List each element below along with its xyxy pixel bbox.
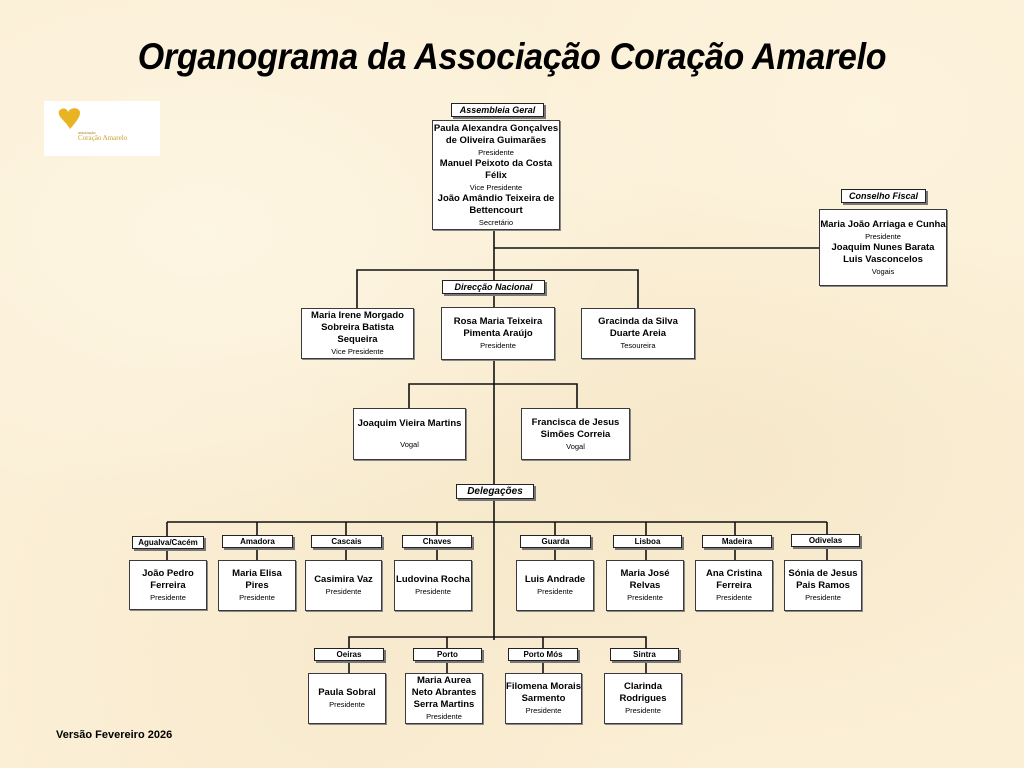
member-name: Gracinda da Silva Duarte Areia <box>598 316 678 339</box>
direccao-vogal-box-2: Francisca de Jesus Simões Correia Vogal <box>521 408 630 460</box>
member-name: Rosa Maria Teixeira Pimenta Araújo <box>453 316 543 339</box>
member-name: Clarinda Rodrigues <box>619 681 667 704</box>
member-name: João Amândio Teixeira de Bettencourt <box>437 192 555 216</box>
direccao-tesoureira-box: Gracinda da Silva Duarte Areia Tesoureir… <box>581 308 695 359</box>
member-name: Sónia de Jesus Pais Ramos <box>788 568 858 591</box>
member-role: Vogal <box>400 440 419 449</box>
member-role: Presidente <box>415 587 451 596</box>
association-logo: associação Coração Amarelo <box>44 101 160 156</box>
delegacao-box: Clarinda Rodrigues Presidente <box>604 673 682 724</box>
member-name: Paula Sobral <box>318 687 376 698</box>
member-name: Manuel Peixoto da Costa Félix <box>439 157 553 181</box>
member-name: Luis Vasconcelos <box>843 253 923 265</box>
delegacao-box: Filomena Morais Sarmento Presidente <box>505 673 582 724</box>
member-name: Filomena Morais Sarmento <box>506 681 581 704</box>
delegacao-label: Odivelas <box>791 534 860 547</box>
direccao-vice-presidente-box: Maria Irene Morgado Sobreira Batista Seq… <box>301 308 414 359</box>
conselho-fiscal-box: Maria João Arriaga e Cunha Presidente Jo… <box>819 209 947 286</box>
member-role: Presidente <box>537 587 573 596</box>
member-role: Secretário <box>478 217 514 227</box>
delegacao-box: Maria José Relvas Presidente <box>606 560 684 611</box>
member-name: Maria Elisa Pires <box>232 568 282 591</box>
delegacao-label: Porto Mós <box>508 648 578 661</box>
section-label-conselho-fiscal: Conselho Fiscal <box>841 189 926 203</box>
direccao-presidente-box: Rosa Maria Teixeira Pimenta Araújo Presi… <box>441 307 555 360</box>
delegacao-box: Ana Cristina Ferreira Presidente <box>695 560 773 611</box>
version-footer: Versão Fevereiro 2026 <box>56 729 173 741</box>
delegacao-label: Oeiras <box>314 648 384 661</box>
member-name: Maria João Arriaga e Cunha <box>820 218 946 230</box>
assembleia-geral-box: Paula Alexandra Gonçalves de Oliveira Gu… <box>432 120 560 230</box>
member-name: Joaquim Vieira Martins <box>357 418 462 429</box>
delegacao-label: Sintra <box>610 648 679 661</box>
section-label-assembleia-geral: Assembleia Geral <box>451 103 544 117</box>
delegacao-label: Chaves <box>402 535 472 548</box>
member-role: Presidente <box>239 593 275 602</box>
delegacao-label: Madeira <box>702 535 772 548</box>
delegacao-label: Agualva/Cacém <box>132 536 204 549</box>
member-role: Presidente <box>805 593 841 602</box>
member-name: Luis Andrade <box>524 574 586 585</box>
member-name: Ludovina Rocha <box>396 574 470 585</box>
member-name: Maria Irene Morgado Sobreira Batista Seq… <box>311 310 404 345</box>
delegacao-box: João Pedro Ferreira Presidente <box>129 560 207 610</box>
member-name: Francisca de Jesus Simões Correia <box>531 416 620 440</box>
member-role: Presidente <box>865 231 901 241</box>
member-role: Presidente <box>625 706 661 715</box>
member-role: Presidente <box>480 341 516 350</box>
delegacao-label: Lisboa <box>613 535 682 548</box>
member-name: João Pedro Ferreira <box>142 567 194 591</box>
member-role: Presidente <box>150 592 186 602</box>
delegacao-label: Porto <box>413 648 482 661</box>
member-role: Presidente <box>627 593 663 602</box>
member-role: Presidente <box>325 587 362 596</box>
member-role: Vice Presidente <box>469 182 523 192</box>
page-title: Organograma da Associação Coração Amarel… <box>137 36 887 77</box>
delegacao-box: Maria Elisa Pires Presidente <box>218 560 296 611</box>
heart-icon <box>58 108 80 129</box>
delegacao-box: Casimira Vaz Presidente <box>305 560 382 611</box>
member-role: Presidente <box>525 706 562 715</box>
member-name: Casimira Vaz <box>314 574 373 585</box>
delegacao-label: Cascais <box>311 535 382 548</box>
delegacao-label: Amadora <box>222 535 293 548</box>
member-role: Presidente <box>329 700 365 709</box>
delegacao-box: Maria Aurea Neto Abrantes Serra Martins … <box>405 673 483 724</box>
logo-small-text: associação <box>78 131 96 135</box>
direccao-vogal-box-1: Joaquim Vieira Martins Vogal <box>353 408 466 460</box>
member-name: Joaquim Nunes Barata <box>831 241 935 253</box>
member-role: Presidente <box>716 593 752 602</box>
section-label-direccao-nacional: Direcção Nacional <box>442 280 545 294</box>
logo-name-text: Coração Amarelo <box>78 134 128 142</box>
delegacao-box: Ludovina Rocha Presidente <box>394 560 472 611</box>
member-role: Presidente <box>478 147 514 157</box>
member-name: Ana Cristina Ferreira <box>706 568 762 591</box>
member-role: Tesoureira <box>620 341 656 350</box>
delegacao-label: Guarda <box>520 535 591 548</box>
delegacao-box: Paula Sobral Presidente <box>308 673 386 724</box>
member-role: Vogais <box>871 266 895 276</box>
section-label-delegacoes: Delegações <box>456 484 534 499</box>
member-role: Vice Presidente <box>331 347 384 356</box>
member-name: Paula Alexandra Gonçalves de Oliveira Gu… <box>433 122 559 146</box>
member-role: Presidente <box>426 712 462 721</box>
member-name: Maria José Relvas <box>620 568 670 591</box>
member-role: Vogal <box>566 441 585 451</box>
delegacao-box: Luis Andrade Presidente <box>516 560 594 611</box>
delegacao-box: Sónia de Jesus Pais Ramos Presidente <box>784 560 862 611</box>
member-name: Maria Aurea Neto Abrantes Serra Martins <box>411 675 477 710</box>
